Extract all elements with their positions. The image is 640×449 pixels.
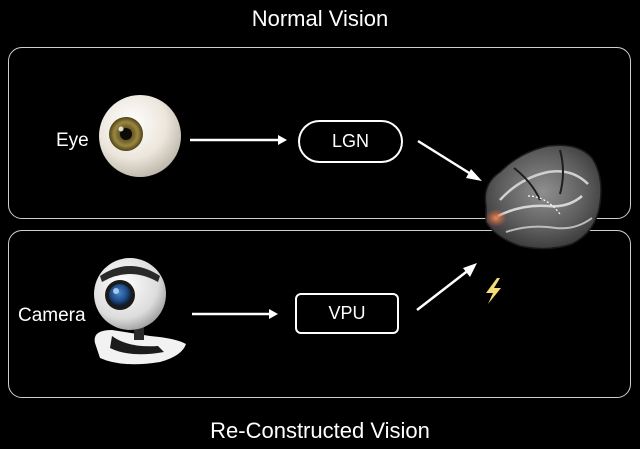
normal-vision-title: Normal Vision [251,6,389,31]
reconstructed-vision-panel [8,230,631,398]
stimulation-spot [485,209,507,227]
arrow-eye-to-lgn [190,135,287,145]
normal-vision-panel [8,47,631,219]
arrow-camera-to-vpu [192,309,278,319]
eyeball-icon [99,95,181,177]
camera-label: Camera [18,305,86,326]
arrow-lgn-to-cortex [417,139,482,181]
lightning-bolt-icon [486,278,501,304]
vpu-node: VPU [295,293,399,334]
webcam-icon [94,258,186,365]
lgn-node: LGN [298,120,403,163]
arrow-vpu-to-cortex [416,263,477,311]
reconstructed-vision-title: Re-Constructed Vision [210,418,430,443]
eye-label: Eye [56,130,89,151]
brain-cortex-icon [484,144,602,250]
